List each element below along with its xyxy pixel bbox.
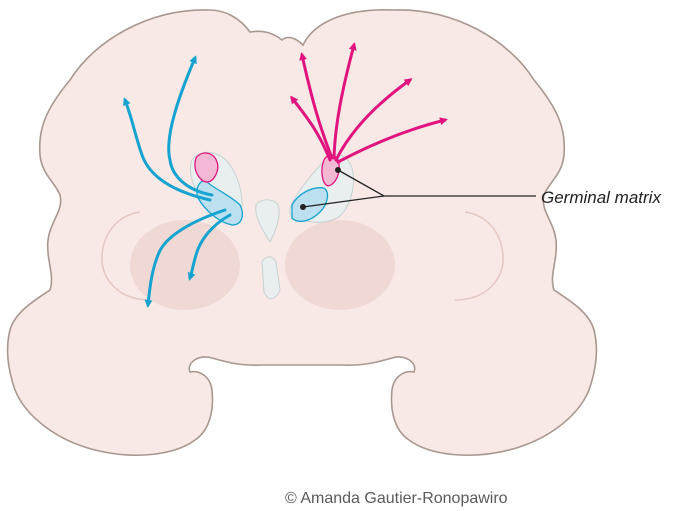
magenta-arrow-1 (299, 52, 334, 160)
blue-arrow-3 (144, 208, 227, 308)
blue-arrow-2 (123, 97, 212, 202)
left-deep-structure (130, 220, 240, 310)
cortex-inner-contour (101, 211, 504, 301)
right-germinal-matrix-blue (291, 187, 329, 223)
copyright-credit: © Amanda Gautier-Ronopawiro (285, 490, 508, 507)
magenta-arrow-5 (290, 95, 332, 162)
right-deep-structure (285, 220, 395, 310)
tangential-migration-arrows (123, 55, 232, 308)
magenta-arrow-4 (336, 117, 448, 164)
magenta-arrow-2 (332, 42, 357, 160)
radial-migration-arrows (290, 42, 448, 164)
third-ventricle (255, 199, 280, 244)
blue-arrow-4 (187, 213, 232, 281)
blue-arrow-1 (167, 55, 214, 197)
magenta-arrow-3 (334, 78, 413, 162)
germinal-matrix-pointer (300, 167, 536, 210)
cerebral-aqueduct (261, 256, 281, 299)
germinal-matrix-label: Germinal matrix (541, 188, 661, 207)
left-germinal-matrix-pink (194, 152, 219, 183)
